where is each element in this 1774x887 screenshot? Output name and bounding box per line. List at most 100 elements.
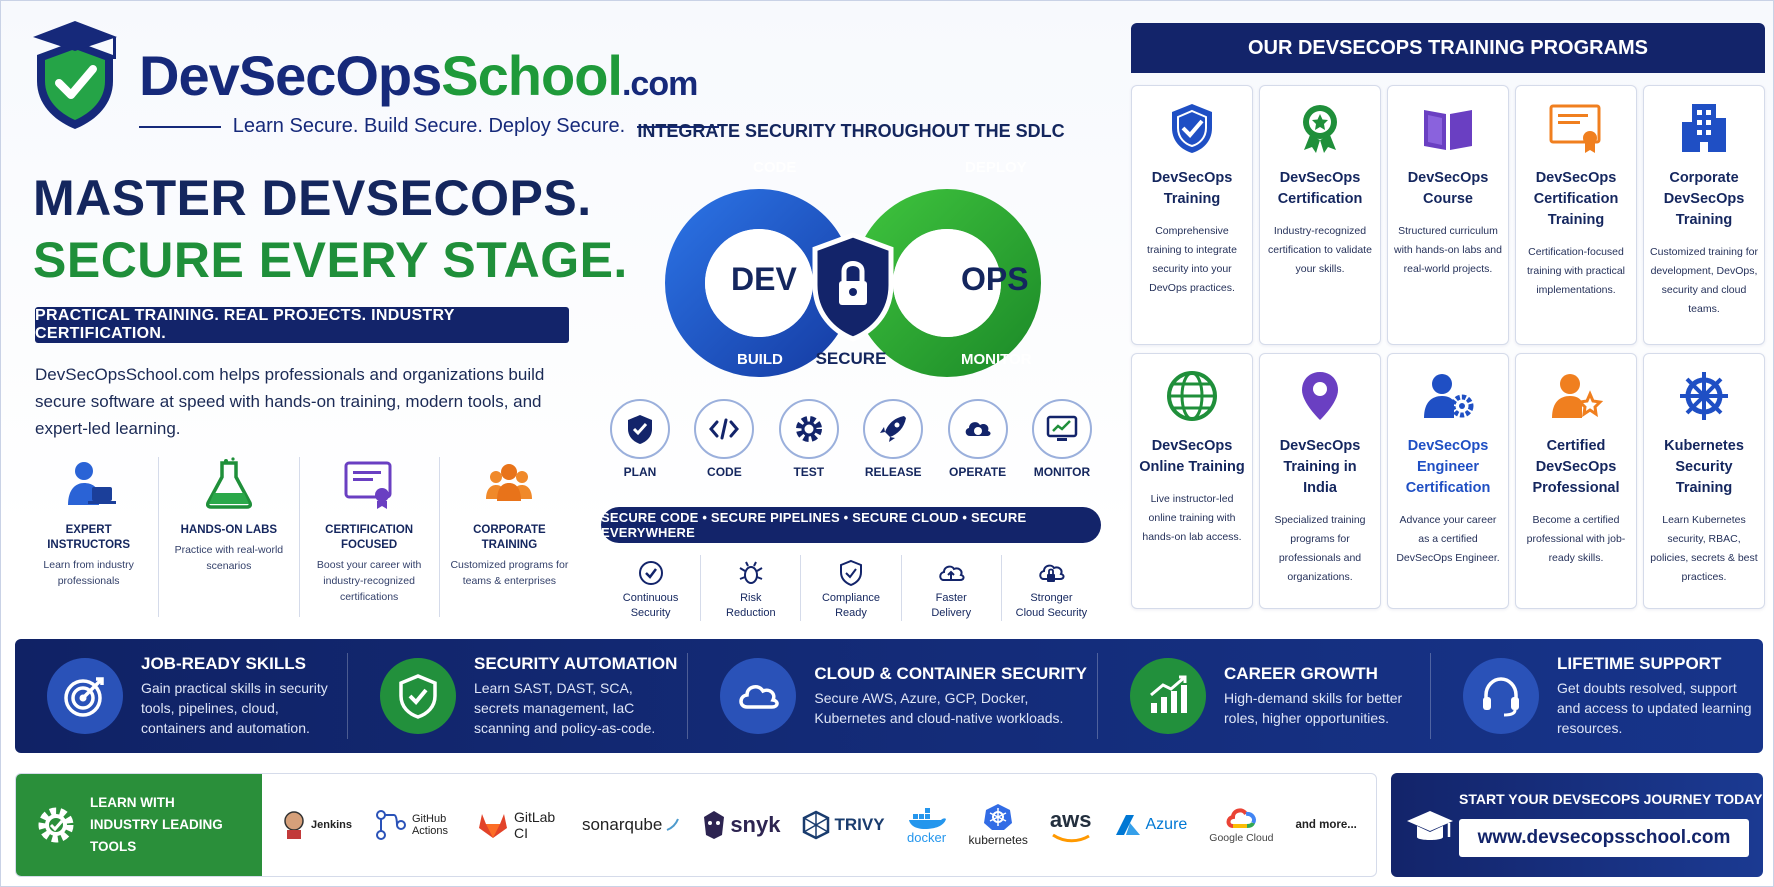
code-icon	[709, 418, 740, 440]
programs-grid: DevSecOps Training Comprehensive trainin…	[1131, 85, 1765, 609]
stage-operate: OPERATE	[943, 399, 1013, 479]
flask-icon	[205, 457, 252, 509]
stage-test: TEST	[774, 399, 844, 479]
shield-check-icon	[1172, 104, 1212, 153]
loop-label-deploy: DEPLOY	[965, 159, 1027, 176]
loop-label-monitor: MONITOR	[961, 351, 1032, 368]
program-card-kubernetes-security-training[interactable]: Kubernetes Security Training Learn Kuber…	[1643, 353, 1765, 609]
loop-label-ops: OPS	[961, 261, 1029, 297]
benefit-faster-delivery: Faster Delivery	[902, 555, 1002, 621]
helm-icon	[1680, 372, 1728, 420]
kubernetes-icon	[984, 804, 1013, 830]
certificate-icon	[344, 461, 392, 509]
graduation-cap-icon	[1407, 811, 1453, 840]
target-icon	[64, 677, 104, 717]
tool-gitlab-ci[interactable]: GitLab CI	[476, 809, 560, 841]
tool-jenkins[interactable]: Jenkins	[281, 810, 352, 840]
globe-icon	[1167, 371, 1217, 421]
tools-more[interactable]: and more...	[1295, 819, 1357, 831]
tool-trivy[interactable]: TRIVY	[802, 810, 885, 840]
award-icon	[1303, 105, 1337, 153]
book-icon	[1424, 110, 1472, 150]
program-card-corporate-devsecops-training[interactable]: Corporate DevSecOps Training Customized …	[1643, 85, 1765, 345]
tool-sonarqube[interactable]: sonarqube	[582, 815, 680, 835]
tool-aws[interactable]: aws	[1050, 807, 1092, 843]
team-icon	[486, 464, 533, 501]
tool-kubernetes[interactable]: kubernetes	[969, 803, 1028, 847]
loop-label-code: CODE	[753, 159, 797, 176]
growth-chart-icon	[1150, 675, 1188, 713]
check-circle-icon	[638, 561, 663, 585]
tagline: Learn Secure. Build Secure. Deploy Secur…	[139, 115, 720, 138]
sdlc-title: INTEGRATE SECURITY THROUGHOUT THE SDLC	[637, 121, 1065, 141]
feature-corporate-training: CORPORATE TRAINING Customized programs f…	[440, 457, 579, 617]
program-card-devsecops-course[interactable]: DevSecOps Course Structured curriculum w…	[1387, 85, 1509, 345]
instructor-icon	[67, 462, 116, 505]
stage-monitor: MONITOR	[1027, 399, 1097, 479]
gear-icon	[38, 807, 74, 843]
sonarqube-icon	[666, 818, 680, 831]
graduation-shield-icon	[33, 21, 117, 129]
program-card-devsecops-certification-training[interactable]: DevSecOps Certification Training Certifi…	[1515, 85, 1637, 345]
loop-label-build: BUILD	[737, 351, 783, 368]
cloud-icon	[739, 685, 780, 709]
feature-certification-focused: CERTIFICATION FOCUSED Boost your career …	[300, 457, 440, 617]
program-card-devsecops-online-training[interactable]: DevSecOps Online Training Live instructo…	[1131, 353, 1253, 609]
stage-code: CODE	[689, 399, 759, 479]
features: EXPERT INSTRUCTORS Learn from industry p…	[19, 457, 579, 617]
benefit-compliance-ready: Compliance Ready	[801, 555, 902, 621]
tool-azure[interactable]: Azure	[1114, 813, 1187, 837]
cta-banner[interactable]: START YOUR DEVSECOPS JOURNEY TODAY! www.…	[1391, 773, 1767, 877]
loop-label-secure: SECURE	[815, 349, 887, 368]
gitlab-icon	[478, 814, 507, 838]
brand-name: DevSecOpsSchool.com	[139, 44, 698, 107]
program-card-devsecops-training-in-india[interactable]: DevSecOps Training in India Specialized …	[1259, 353, 1381, 609]
cta-url-button[interactable]: www.devsecopsschool.com	[1459, 819, 1749, 857]
tool-snyk[interactable]: snyk	[702, 809, 780, 841]
hero-pill: PRACTICAL TRAINING. REAL PROJECTS. INDUS…	[35, 307, 569, 343]
jenkins-icon	[284, 811, 304, 839]
training-programs: OUR DEVSECOPS TRAINING PROGRAMS DevSecOp…	[1131, 23, 1765, 623]
headline-line-2: SECURE EVERY STAGE.	[33, 232, 628, 288]
stage-plan: PLAN	[605, 399, 675, 479]
google-cloud-icon	[1226, 808, 1257, 828]
engineer-icon	[1424, 374, 1474, 418]
feature-expert-instructors: EXPERT INSTRUCTORS Learn from industry p…	[19, 457, 160, 617]
headline-line-1: MASTER DEVSECOPS.	[33, 170, 592, 226]
rocket-icon	[880, 416, 907, 442]
headset-icon	[1483, 677, 1519, 717]
tool-docker[interactable]: docker	[907, 806, 947, 845]
location-pin-icon	[1302, 372, 1338, 420]
sdlc-section: INTEGRATE SECURITY THROUGHOUT THE SDLC C…	[601, 111, 1101, 631]
benefit-continuous-security: Continuous Security	[601, 555, 702, 621]
star-user-icon	[1552, 374, 1604, 418]
gear-icon	[795, 416, 822, 442]
secure-everywhere-pill: SECURE CODE • SECURE PIPELINES • SECURE …	[601, 507, 1101, 543]
shield-check-icon	[628, 415, 652, 444]
aws-icon	[1051, 833, 1090, 843]
cloud-gear-icon	[965, 422, 991, 436]
certificate-icon	[1549, 104, 1601, 153]
tool-google-cloud[interactable]: Google Cloud	[1209, 806, 1274, 844]
feature-hands-on-labs: HANDS-ON LABS Practice with real-world s…	[159, 457, 300, 617]
cloud-lock-icon	[1039, 564, 1065, 582]
devsecops-infinity-loop	[665, 189, 1041, 377]
tool-github-actions[interactable]: GitHub Actions	[374, 808, 454, 842]
sdlc-stages: PLAN CODE TEST RELEASE OPERATE MONITOR	[601, 399, 1101, 479]
shield-check-icon	[399, 674, 437, 719]
program-card-devsecops-training[interactable]: DevSecOps Training Comprehensive trainin…	[1131, 85, 1253, 345]
program-card-devsecops-certification[interactable]: DevSecOps Certification Industry-recogni…	[1259, 85, 1381, 345]
logo[interactable]: DevSecOpsSchool.com Learn Secure. Build …	[29, 19, 729, 139]
bug-icon	[739, 561, 763, 584]
cta-title: START YOUR DEVSECOPS JOURNEY TODAY!	[1459, 791, 1768, 807]
program-card-certified-devsecops-professional[interactable]: Certified DevSecOps Professional Become …	[1515, 353, 1637, 609]
docker-icon	[908, 807, 946, 829]
program-card-devsecops-engineer-certification[interactable]: DevSecOps Engineer Certification Advance…	[1387, 353, 1509, 609]
cloud-upload-icon	[939, 565, 965, 581]
